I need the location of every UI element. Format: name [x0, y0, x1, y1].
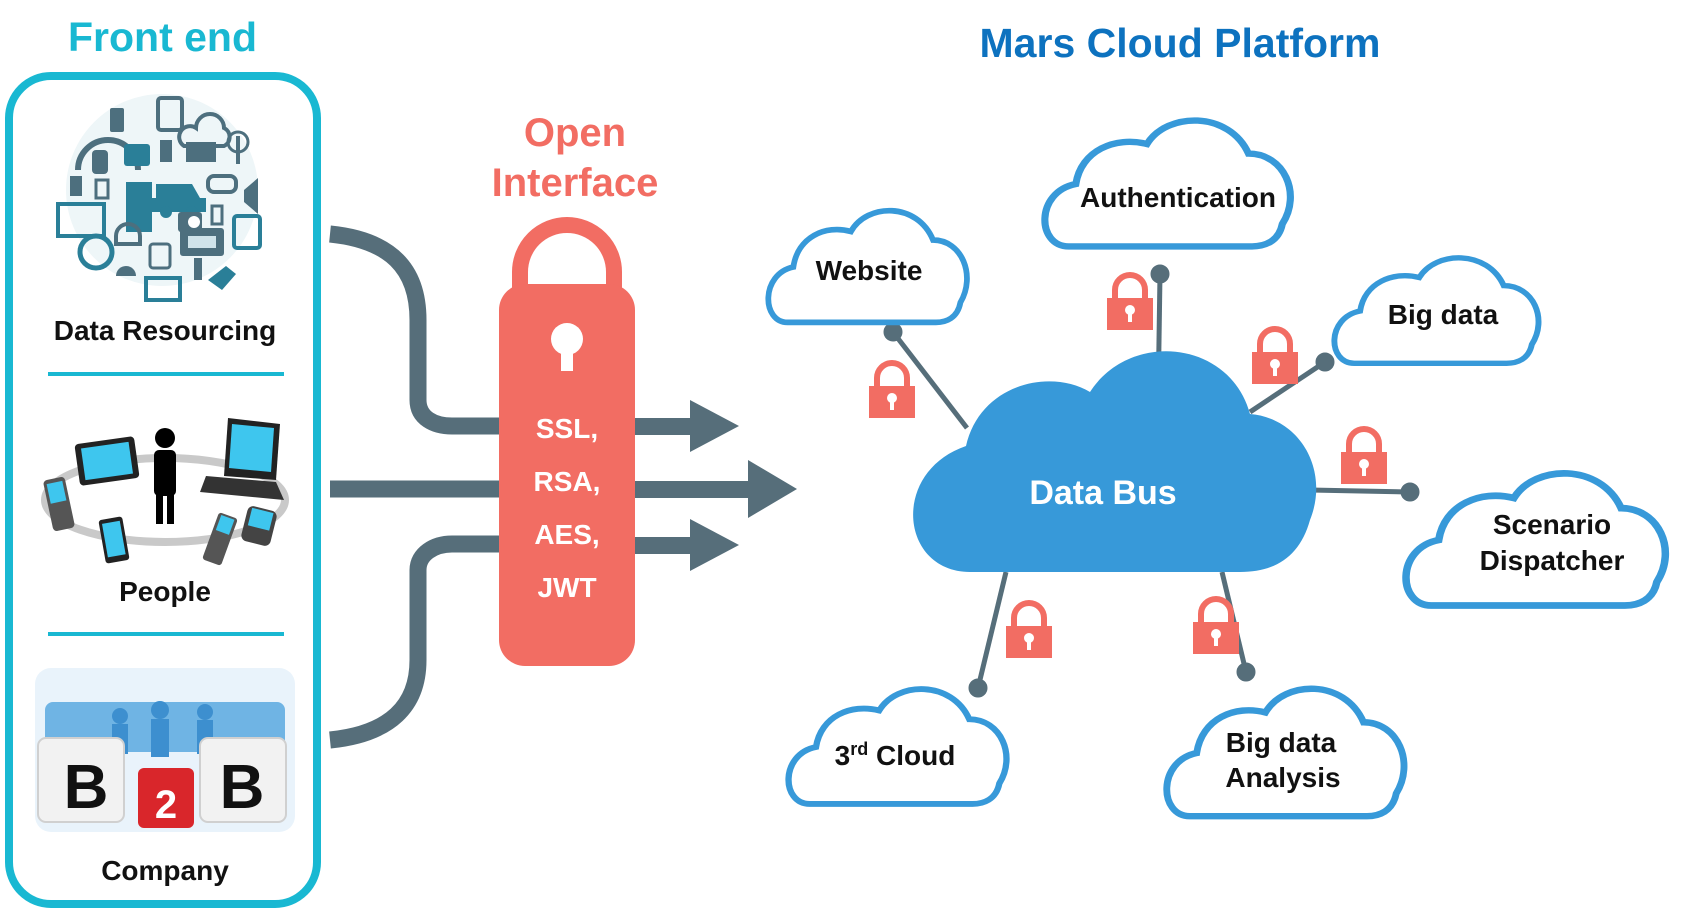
service-label-big-data-line: Big data: [1226, 727, 1337, 758]
svg-text:B: B: [220, 753, 265, 822]
iot-devices-icon: [56, 94, 262, 302]
data-bus-cloud: [913, 351, 1317, 572]
front-end-divider: [48, 372, 284, 376]
connector-third-cloud: [975, 571, 1009, 689]
connector-big-data: [1248, 359, 1327, 415]
data-bus-label: Data Bus: [1029, 474, 1176, 512]
b2b-cubes-icon: B B 2: [35, 668, 295, 832]
output-arrows: [635, 400, 797, 571]
service-label-authentication: Authentication: [1080, 182, 1276, 213]
padlock-icon: [1252, 326, 1298, 384]
service-label-dispatcher: Dispatcher: [1480, 545, 1625, 576]
keyhole-icon: [551, 323, 583, 355]
arrow-right-icon: [635, 400, 739, 452]
padlock-icon: [1107, 272, 1153, 330]
personal-devices-icon: [41, 418, 289, 566]
connector-scenario-dispatcher: [1309, 487, 1411, 495]
connector-website: [891, 330, 969, 430]
source-label-data-resourcing: Data Resourcing: [54, 315, 277, 346]
svg-text:B: B: [64, 753, 109, 822]
service-label-analysis: Analysis: [1225, 762, 1340, 793]
front-end-divider: [48, 632, 284, 636]
source-label-company: Company: [101, 855, 229, 886]
service-label-big-data: Big data: [1388, 299, 1499, 330]
service-label-scenario: Scenario: [1493, 509, 1611, 540]
source-label-people: People: [119, 576, 211, 607]
padlock-icon: [1193, 596, 1239, 654]
service-label-website: Website: [816, 255, 923, 286]
open-interface-title-line2: Interface: [491, 161, 659, 205]
protocol-jwt: JWT: [537, 572, 596, 603]
pipe-company: [329, 535, 510, 749]
padlock-icon: [869, 360, 915, 418]
protocol-ssl: SSL,: [536, 413, 598, 444]
service-label-third-cloud: 3rd Cloud: [835, 739, 956, 771]
pipe-data-resourcing: [329, 225, 510, 435]
protocol-aes: AES,: [534, 519, 599, 550]
platform-title: Mars Cloud Platform: [979, 20, 1381, 66]
third-cloud-num: 3: [835, 740, 851, 771]
svg-text:2: 2: [155, 783, 177, 827]
padlock-icon: [1341, 426, 1387, 484]
open-interface-padlock: [499, 217, 635, 666]
third-cloud-sup: rd: [850, 739, 868, 759]
front-end-title: Front end: [67, 14, 258, 60]
arrow-right-icon: [635, 519, 739, 571]
protocol-rsa: RSA,: [534, 466, 601, 497]
third-cloud-rest: Cloud: [868, 740, 955, 771]
padlock-icon: [499, 284, 635, 666]
padlock-icon: [1006, 600, 1052, 658]
arrow-right-icon: [635, 460, 797, 518]
data-pipes: [329, 225, 510, 749]
open-interface-title-line1: Open: [523, 111, 627, 155]
open-interface-title: Open Interface: [475, 108, 675, 208]
